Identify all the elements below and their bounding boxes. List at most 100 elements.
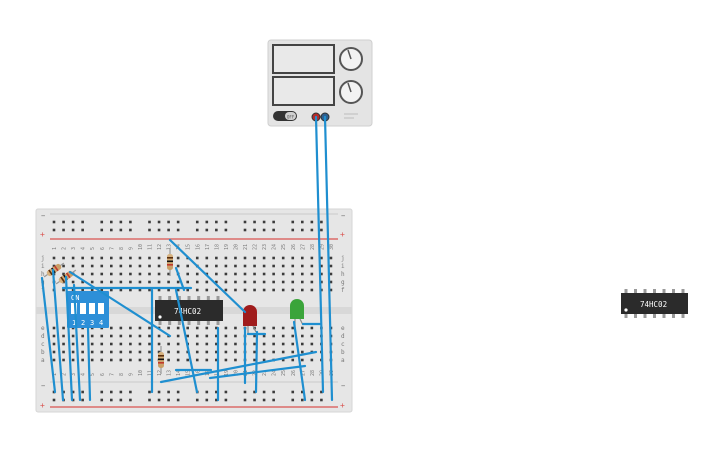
rail-hole[interactable]: [81, 228, 84, 232]
rail-hole[interactable]: [176, 398, 180, 402]
breadboard-hole[interactable]: [301, 334, 304, 338]
rail-hole[interactable]: [224, 390, 228, 394]
breadboard-hole[interactable]: [62, 288, 65, 292]
dip-toggle-4[interactable]: [98, 303, 104, 314]
rail-hole[interactable]: [291, 228, 295, 232]
breadboard-hole[interactable]: [281, 288, 285, 292]
rail-hole[interactable]: [81, 398, 84, 402]
breadboard-hole[interactable]: [272, 264, 275, 268]
rail-hole[interactable]: [167, 390, 170, 394]
breadboard-hole[interactable]: [81, 334, 84, 338]
rail-hole[interactable]: [119, 398, 123, 402]
rail-hole[interactable]: [215, 228, 218, 232]
breadboard-hole[interactable]: [224, 334, 228, 338]
breadboard-hole[interactable]: [224, 342, 228, 346]
breadboard-hole[interactable]: [148, 358, 151, 362]
breadboard-hole[interactable]: [62, 272, 65, 276]
wire[interactable]: [208, 364, 307, 380]
breadboard-hole[interactable]: [148, 280, 151, 284]
rail-hole[interactable]: [62, 390, 65, 394]
breadboard-hole[interactable]: [129, 264, 132, 268]
power-supply[interactable]: OFF: [267, 39, 373, 127]
breadboard-hole[interactable]: [195, 350, 199, 354]
rail-hole[interactable]: [243, 390, 247, 394]
wire[interactable]: [168, 238, 247, 314]
breadboard-hole[interactable]: [291, 334, 295, 338]
breadboard-hole[interactable]: [167, 272, 170, 276]
breadboard-hole[interactable]: [62, 256, 65, 260]
breadboard-hole[interactable]: [281, 350, 285, 354]
breadboard-hole[interactable]: [100, 288, 104, 292]
rail-hole[interactable]: [110, 228, 113, 232]
breadboard-hole[interactable]: [119, 272, 123, 276]
breadboard-hole[interactable]: [186, 326, 189, 330]
rail-hole[interactable]: [100, 220, 104, 224]
breadboard-hole[interactable]: [62, 350, 65, 354]
breadboard-hole[interactable]: [253, 350, 256, 354]
breadboard-hole[interactable]: [81, 256, 84, 260]
breadboard-hole[interactable]: [253, 288, 256, 292]
rail-hole[interactable]: [167, 220, 170, 224]
rail-hole[interactable]: [195, 398, 199, 402]
breadboard-hole[interactable]: [291, 264, 295, 268]
breadboard-hole[interactable]: [138, 288, 142, 292]
wire[interactable]: [174, 266, 186, 292]
breadboard-hole[interactable]: [234, 256, 237, 260]
breadboard-hole[interactable]: [148, 350, 151, 354]
rail-hole[interactable]: [215, 390, 218, 394]
breadboard-hole[interactable]: [262, 256, 266, 260]
breadboard-hole[interactable]: [272, 256, 275, 260]
rail-hole[interactable]: [320, 390, 323, 394]
breadboard-hole[interactable]: [272, 326, 275, 330]
breadboard-hole[interactable]: [272, 288, 275, 292]
rail-hole[interactable]: [310, 390, 314, 394]
breadboard-hole[interactable]: [100, 350, 104, 354]
rail-hole[interactable]: [310, 398, 314, 402]
breadboard-hole[interactable]: [262, 326, 266, 330]
breadboard-hole[interactable]: [62, 264, 65, 268]
rail-hole[interactable]: [100, 390, 104, 394]
rail-hole[interactable]: [62, 220, 65, 224]
breadboard-hole[interactable]: [281, 272, 285, 276]
breadboard-hole[interactable]: [310, 334, 314, 338]
breadboard-hole[interactable]: [129, 256, 132, 260]
breadboard-hole[interactable]: [100, 280, 104, 284]
breadboard-hole[interactable]: [119, 358, 123, 362]
breadboard-hole[interactable]: [215, 264, 218, 268]
breadboard-hole[interactable]: [148, 288, 151, 292]
rail-hole[interactable]: [167, 398, 170, 402]
breadboard-hole[interactable]: [62, 342, 65, 346]
breadboard-hole[interactable]: [272, 280, 275, 284]
breadboard-hole[interactable]: [157, 256, 161, 260]
rail-hole[interactable]: [262, 390, 266, 394]
breadboard-hole[interactable]: [234, 272, 237, 276]
breadboard-hole[interactable]: [81, 288, 84, 292]
dip-toggle-1[interactable]: [71, 303, 77, 314]
rail-hole[interactable]: [110, 390, 113, 394]
rail-hole[interactable]: [205, 228, 209, 232]
breadboard-hole[interactable]: [167, 288, 170, 292]
breadboard-hole[interactable]: [148, 342, 151, 346]
breadboard-hole[interactable]: [320, 256, 323, 260]
breadboard-hole[interactable]: [243, 272, 247, 276]
breadboard-hole[interactable]: [195, 288, 199, 292]
rail-hole[interactable]: [310, 228, 314, 232]
breadboard-hole[interactable]: [205, 326, 209, 330]
breadboard-hole[interactable]: [71, 264, 75, 268]
breadboard-hole[interactable]: [205, 264, 209, 268]
rail-hole[interactable]: [148, 228, 151, 232]
breadboard-hole[interactable]: [272, 272, 275, 276]
wire[interactable]: [72, 283, 82, 402]
breadboard-hole[interactable]: [243, 288, 247, 292]
breadboard-hole[interactable]: [281, 326, 285, 330]
breadboard-hole[interactable]: [52, 358, 56, 362]
breadboard-hole[interactable]: [100, 264, 104, 268]
breadboard-hole[interactable]: [176, 264, 180, 268]
rail-hole[interactable]: [224, 228, 228, 232]
resistor-3[interactable]: [167, 248, 173, 276]
wire[interactable]: [159, 350, 318, 384]
breadboard-hole[interactable]: [310, 256, 314, 260]
breadboard-hole[interactable]: [234, 280, 237, 284]
breadboard-hole[interactable]: [71, 342, 75, 346]
